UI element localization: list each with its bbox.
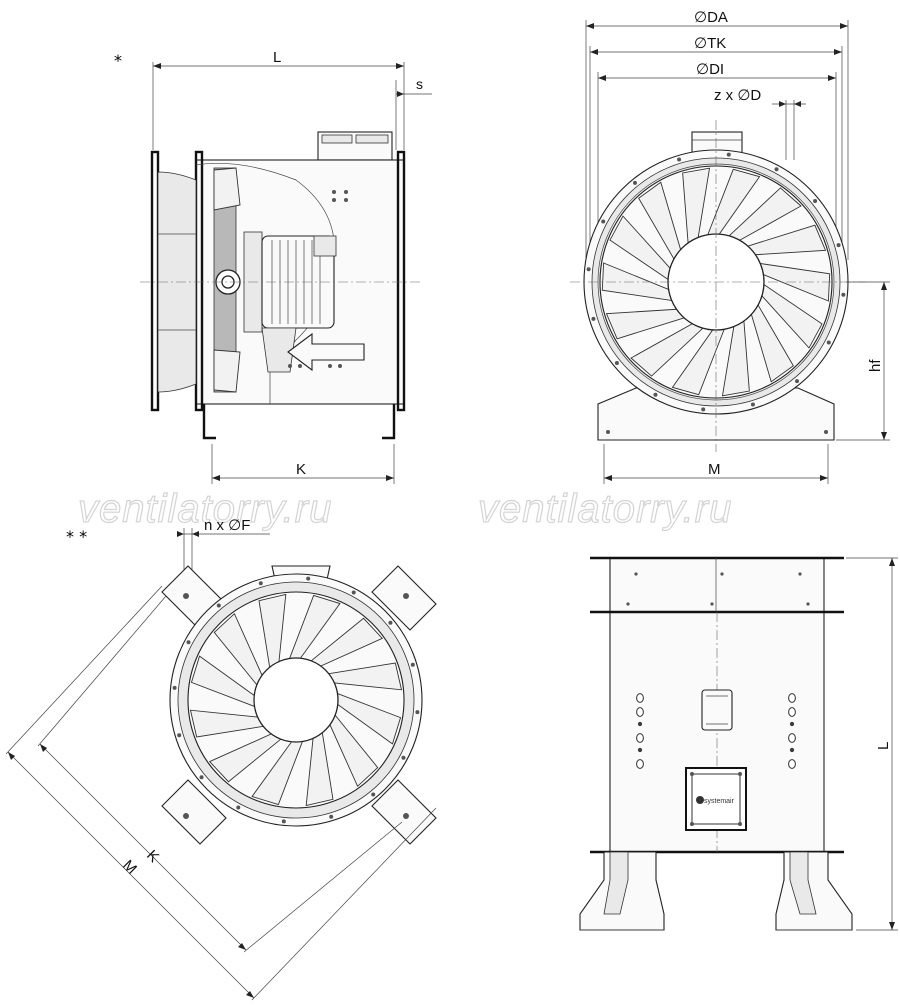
bolt-hole: [591, 316, 596, 321]
bolt-hole: [186, 640, 191, 645]
bolt-hole: [306, 576, 311, 581]
bolt-hole: [216, 603, 221, 608]
watermark-right: ventilatorry.ru: [478, 487, 732, 531]
front-dim-bolt-circle: ∅TK: [694, 35, 726, 52]
vent-hole: [788, 693, 796, 703]
nameplate-label: systemair: [704, 798, 735, 805]
bolt-hole: [415, 710, 420, 715]
bolt-hole: [329, 814, 334, 819]
bolt-hole: [774, 167, 779, 172]
front-dim-inner-dia: ∅DI: [696, 61, 724, 78]
front-dim-holes: z x ∅D: [714, 87, 761, 104]
bolt-hole: [813, 198, 818, 203]
side-dim-length: L: [273, 49, 281, 66]
bolt-hole: [836, 243, 841, 248]
vent-hole: [636, 693, 644, 703]
bolt-hole: [172, 685, 177, 690]
bolt-hole: [586, 267, 591, 272]
bolt-hole: [677, 157, 682, 162]
bottom-dim-length: L: [875, 742, 892, 750]
front-dim-base: M: [708, 461, 721, 478]
side-dim-flange: s: [416, 76, 423, 92]
vent-hole: [788, 733, 796, 743]
vent-hole: [789, 721, 795, 727]
bolt-hole: [351, 590, 356, 595]
vent-hole: [788, 759, 796, 769]
front-dim-outer-dia: ∅DA: [694, 9, 728, 26]
bolt-hole: [614, 361, 619, 366]
side-view-marker: *: [114, 51, 122, 70]
impeller-icon: [189, 593, 403, 807]
vent-hole: [637, 747, 643, 753]
bolt-hole: [281, 819, 286, 824]
vent-hole: [636, 707, 644, 717]
bolt-hole: [726, 152, 731, 157]
mount-view: * * n x ∅F K: [5, 517, 437, 1001]
mount-view-marker: * *: [66, 527, 87, 546]
vent-hole: [637, 721, 643, 727]
bolt-hole: [795, 379, 800, 384]
bolt-hole: [371, 792, 376, 797]
bolt-hole: [701, 407, 706, 412]
front-dim-height: hf: [867, 359, 884, 372]
airflow-arrow-icon: [287, 332, 365, 372]
bottom-view: systemair L: [579, 556, 898, 931]
bolt-hole: [388, 620, 393, 625]
bolt-hole: [632, 180, 637, 185]
bolt-hole: [841, 292, 846, 297]
mount-dim-m: M: [119, 857, 140, 878]
side-dim-feet: K: [296, 461, 306, 478]
mount-dim-holes: n x ∅F: [204, 517, 250, 534]
front-view: ∅DA ∅TK ∅DI z x ∅D: [570, 9, 890, 484]
bolt-hole: [236, 805, 241, 810]
bolt-hole: [750, 402, 755, 407]
bolt-hole: [653, 392, 658, 397]
bolt-hole: [826, 340, 831, 345]
bolt-hole: [410, 662, 415, 667]
impeller-icon: [601, 167, 831, 397]
bolt-hole: [401, 755, 406, 760]
vent-hole: [789, 747, 795, 753]
bolt-hole: [199, 775, 204, 780]
vent-hole: [636, 759, 644, 769]
bolt-hole: [258, 581, 263, 586]
vent-hole: [636, 733, 644, 743]
side-view: * L s: [114, 49, 432, 484]
vent-hole: [788, 707, 796, 717]
watermark-left: ventilatorry.ru: [78, 487, 332, 531]
bolt-hole: [177, 733, 182, 738]
terminal-box-icon: systemair: [685, 767, 747, 831]
bolt-hole: [601, 219, 606, 224]
